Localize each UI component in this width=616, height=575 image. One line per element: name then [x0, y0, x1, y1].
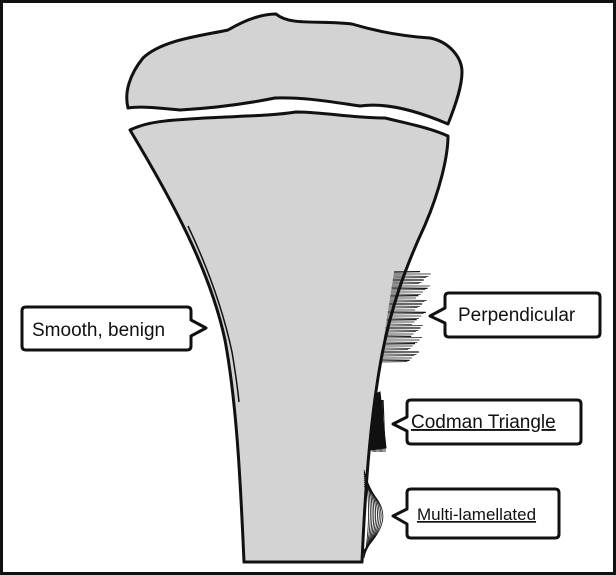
codman-hatch-stroke [380, 399, 383, 453]
codman-hatch-stroke [371, 399, 380, 453]
smooth-periosteal-reaction [187, 225, 240, 403]
codman-hatch-stroke [381, 399, 383, 453]
metaphysis-shape [128, 110, 450, 564]
callout-multi-lamellated-box [391, 487, 561, 540]
label-perpendicular: Perpendicular [458, 305, 576, 326]
codman-hatch-stroke [376, 399, 381, 453]
epiphysis-shape [125, 12, 464, 126]
codman-hatch-stroke [378, 399, 382, 453]
callout-smooth-benign-box [20, 305, 208, 352]
bone-diagram: Smooth, benign Perpendicular Codman Tria… [20, 12, 602, 564]
callout-perpendicular: Perpendicular [428, 291, 602, 339]
multilamellated-periosteal-reaction [363, 469, 384, 559]
codman-hatch-stroke [383, 399, 386, 453]
callout-smooth-benign: Smooth, benign [20, 305, 208, 352]
codman-hatch-stroke [375, 399, 381, 453]
callout-multi-lamellated: Multi-lamellated [391, 487, 561, 540]
codman-hatch-stroke [374, 399, 381, 453]
label-smooth-benign: Smooth, benign [32, 320, 165, 341]
callout-codman-triangle: Codman Triangle [391, 398, 583, 446]
lamella-arc [363, 485, 384, 551]
perpendicular-periosteal-reaction [380, 271, 431, 363]
callout-perpendicular-box [428, 291, 602, 339]
codman-hatch-stroke [377, 399, 382, 453]
codman-hatch-stroke [382, 399, 385, 453]
codman-hatch-stroke [372, 399, 380, 453]
label-codman-triangle: Codman Triangle [411, 412, 556, 433]
label-multi-lamellated: Multi-lamellated [417, 505, 536, 524]
callout-codman-triangle-box [391, 398, 583, 446]
codman-triangle-hatching [371, 399, 386, 453]
